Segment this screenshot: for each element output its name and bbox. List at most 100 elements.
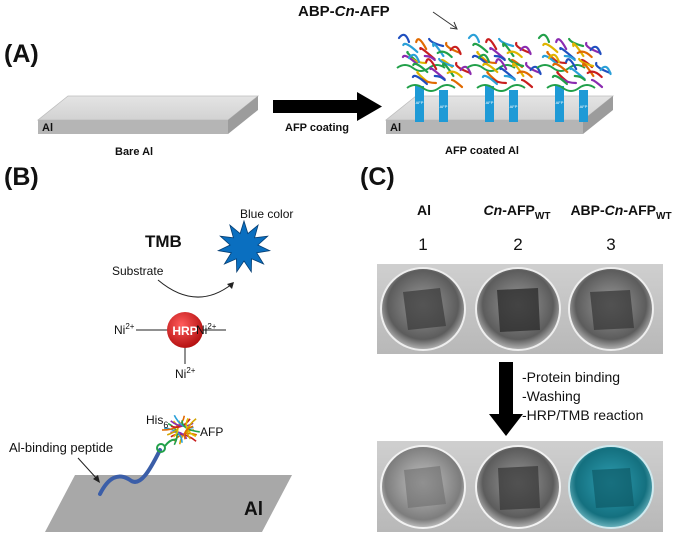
afp-label: AFP <box>200 425 223 439</box>
afp-strand <box>520 78 534 89</box>
coating-arrow-head <box>357 92 382 121</box>
blue-color-burst <box>216 219 272 274</box>
afp-helix <box>536 64 586 72</box>
abp-pillar <box>509 90 518 122</box>
afp-strand <box>467 33 481 44</box>
pillar-tag: AFP <box>440 104 448 109</box>
abp-pillar <box>415 86 424 122</box>
al-piece-1-after <box>404 466 446 508</box>
well-plate-after <box>377 441 663 532</box>
al-surface-label: Al <box>244 499 263 520</box>
afp-helix <box>406 84 456 92</box>
afp-strand <box>585 41 602 55</box>
afp-strand <box>503 74 516 82</box>
col2-number: 2 <box>513 235 522 254</box>
afp-strand <box>482 62 499 74</box>
afp-strand <box>576 50 593 59</box>
his-tag-loop <box>156 443 166 453</box>
pillar-tag: AFP <box>486 100 494 105</box>
peptide-label: Al-binding peptide <box>9 440 113 455</box>
step-2: -Washing <box>522 388 581 404</box>
afp-strand <box>506 50 523 59</box>
afp-strand <box>573 74 586 82</box>
panel-b-label: (B) <box>4 163 39 191</box>
afp-strand <box>415 38 428 51</box>
pillar-tag: AFP <box>416 100 424 105</box>
peptide-pointer <box>77 457 99 481</box>
afp-helix <box>466 64 516 72</box>
his-tag-link <box>164 438 178 447</box>
abp-pillar <box>485 86 494 122</box>
afp-strand <box>425 58 438 71</box>
afp-strand <box>555 38 568 51</box>
al-piece-2-before <box>497 288 540 332</box>
afp-strand <box>477 53 491 64</box>
hrp-sphere <box>167 312 203 348</box>
afp-strand <box>402 42 419 54</box>
afp-strand <box>582 62 595 78</box>
abp-pillar <box>555 86 564 122</box>
afp-cluster: AFP AFP <box>396 33 472 122</box>
process-arrow-shaft <box>499 362 513 416</box>
afp-strand <box>442 62 455 78</box>
afp-strand <box>525 61 542 75</box>
well-plate-before <box>377 264 663 354</box>
afp-strand <box>537 33 551 44</box>
afp-strand <box>436 50 453 59</box>
coating-arrow-shaft <box>273 100 359 113</box>
afp-strand <box>551 74 568 86</box>
afp-strand <box>450 78 464 89</box>
construct-pointer-head <box>449 21 458 30</box>
afp-strand <box>542 42 559 54</box>
afp-strand <box>515 41 532 55</box>
al-surface <box>45 475 292 532</box>
bare-plate-al-label: Al <box>42 122 53 134</box>
hrp-label: HRP <box>172 324 197 338</box>
afp-strand <box>572 42 585 58</box>
pillar-tag: AFP <box>580 104 588 109</box>
afp-strand <box>590 78 604 89</box>
ni-right: Ni2+ <box>196 322 217 337</box>
afp-strand <box>493 54 506 62</box>
al-piece-1-before <box>403 288 446 330</box>
afp-strand <box>423 54 436 62</box>
afp-strand <box>471 54 488 66</box>
afp-strand <box>481 74 498 86</box>
afp-helix <box>546 84 596 92</box>
afp-helix <box>476 84 526 92</box>
col2-label: Cn-AFPWT <box>484 202 551 222</box>
panel-c-label: (C) <box>360 163 395 191</box>
pillar-tag: AFP <box>556 100 564 105</box>
al-piece-3-after <box>592 468 634 508</box>
afp-strand <box>541 54 558 66</box>
afp-strand <box>565 58 578 71</box>
afp-strand <box>595 61 612 75</box>
afp-ribbon-strand <box>181 420 200 433</box>
al-piece-3-before <box>590 290 634 330</box>
afp-strand <box>445 41 462 55</box>
col3-label: ABP-Cn-AFPWT <box>570 202 671 222</box>
step-3: -HRP/TMB reaction <box>522 407 643 423</box>
afp-cluster: AFP AFP <box>466 33 542 122</box>
afp-strand <box>502 42 515 58</box>
peptide-pointer-head <box>93 475 100 483</box>
afp-strand <box>432 42 445 58</box>
afp-strand <box>433 74 446 82</box>
al-binding-peptide <box>98 448 162 496</box>
afp-strand <box>485 38 498 51</box>
afp-strand <box>586 70 603 79</box>
construct-pointer <box>432 11 457 29</box>
afp-strand <box>397 33 411 44</box>
abp-pillar <box>439 90 448 122</box>
blue-color-label: Blue color <box>240 207 293 221</box>
afp-strand <box>459 65 472 76</box>
afp-strand <box>449 45 462 56</box>
afp-strand <box>512 62 525 78</box>
afp-strand <box>412 62 429 74</box>
step-1: -Protein binding <box>522 369 620 385</box>
pillar-tag: AFP <box>510 104 518 109</box>
abp-pillar <box>579 90 588 122</box>
substrate-arrow <box>157 279 233 298</box>
afp-strand <box>519 45 532 56</box>
col1-number: 1 <box>418 235 427 254</box>
